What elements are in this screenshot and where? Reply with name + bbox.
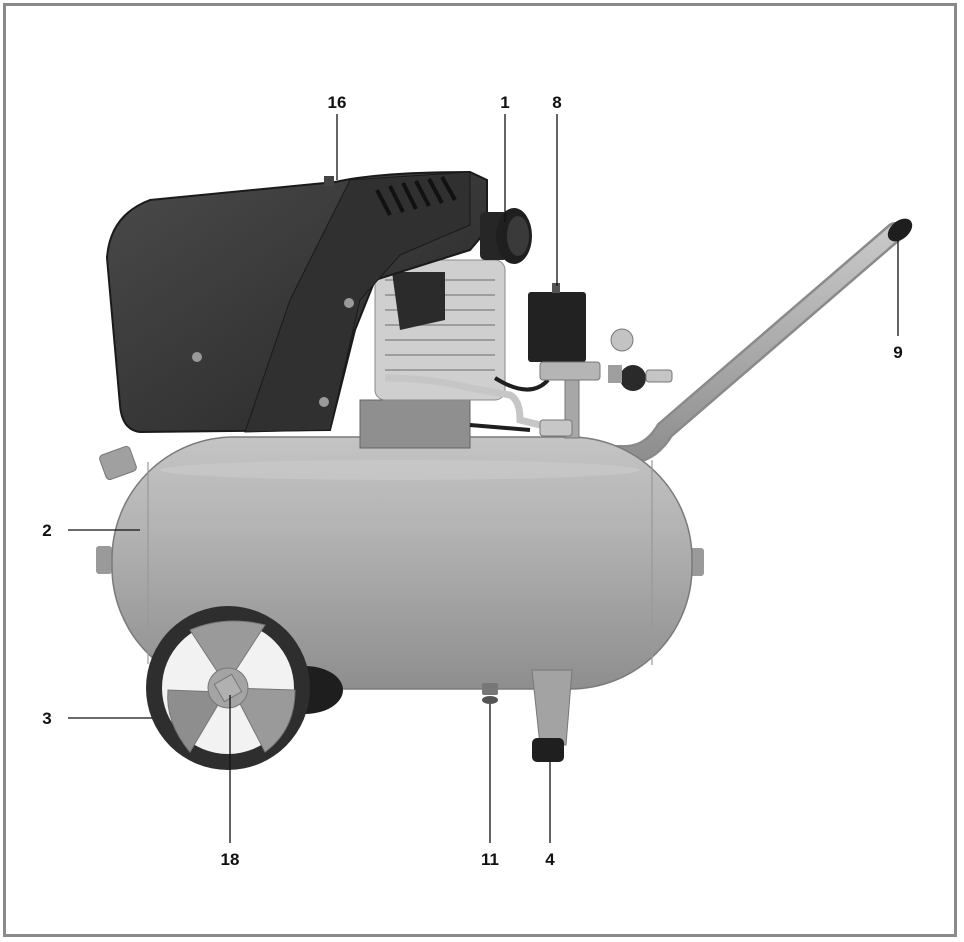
callout-4: 4 (545, 850, 555, 869)
callout-8: 8 (552, 93, 561, 112)
callout-18: 18 (221, 850, 240, 869)
callout-11: 11 (481, 850, 499, 869)
motor-housing (105, 170, 488, 434)
drain-valve (482, 683, 498, 704)
callout-1: 1 (500, 93, 509, 112)
callout-16: 16 (328, 93, 347, 112)
leader-lines (68, 114, 899, 843)
air-filter (480, 208, 532, 264)
callout-3: 3 (42, 709, 51, 728)
pressure-switch (528, 283, 673, 439)
wheel (146, 606, 343, 770)
callout-2: 2 (42, 521, 51, 540)
callout-9: 9 (893, 343, 902, 362)
rubber-foot (531, 669, 573, 762)
pump-assembly (359, 259, 550, 449)
